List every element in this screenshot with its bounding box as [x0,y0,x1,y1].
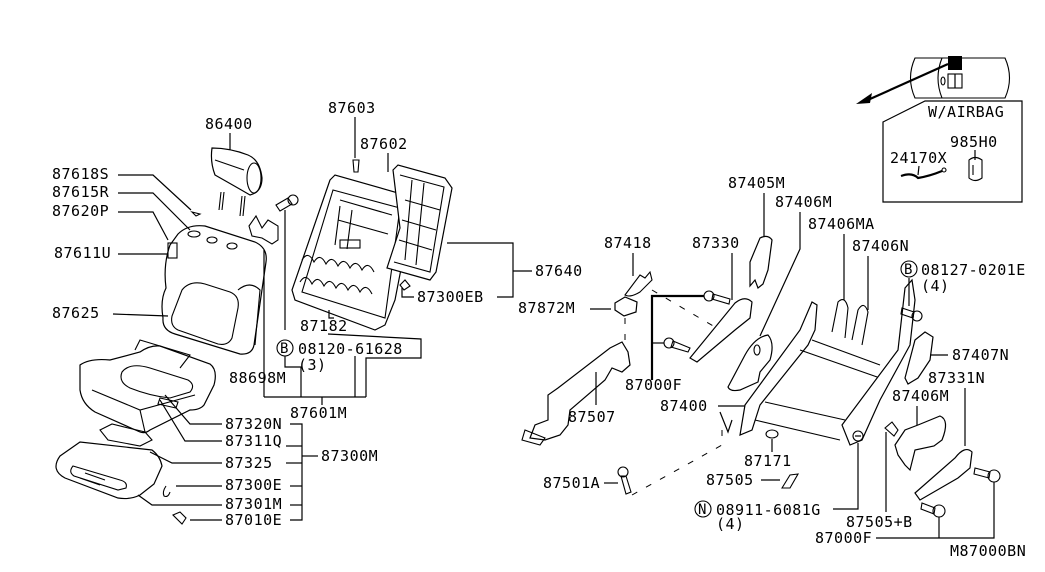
bolt-icon [973,467,1001,483]
screw-icon [352,159,360,173]
seatback-cushion [161,210,267,355]
part-label-24170X: 24170X [890,149,947,167]
lever-87418 [624,270,653,297]
svg-text:N: N [698,502,706,518]
clip-87505 [781,473,800,489]
locator-arrow [869,62,949,101]
part-label-08127-0201E: 08127-0201E [921,261,1026,279]
part-label-87407N: 87407N [952,346,1009,364]
seat-location-marker-icon [948,56,962,70]
cover-87407N [904,331,934,385]
part-label-87300M: 87300M [321,447,378,465]
part-label-985H0: 985H0 [950,133,998,151]
seat-cushion [79,339,216,434]
part-label-87620P: 87620P [52,202,109,220]
seat-adjuster-frame [739,278,916,446]
part-label-87602: 87602 [360,135,408,153]
part-label-87507: 87507 [568,408,616,426]
seatback-board [386,164,453,281]
part-label-87320N: 87320N [225,415,282,433]
bolt-icon [900,307,923,322]
part-label-87618S: 87618S [52,165,109,183]
part-label-87505: 87505 [706,471,754,489]
nut-icon [852,430,864,442]
airbag-connector-icon [968,156,983,182]
part-qty-08120: (3) [298,356,327,374]
part-label-87406MA: 87406MA [808,215,875,233]
part-label-87405M: 87405M [728,174,785,192]
part-label-87171: 87171 [744,452,792,470]
arrow-head-icon [856,93,872,104]
part-label-87615R: 87615R [52,183,110,201]
cap-87872M [614,296,638,317]
part-label-87400: 87400 [660,397,708,415]
part-qty-08127: (4) [921,277,950,295]
part-label-87331N: 87331N [928,369,985,387]
part-label-87000F-right: 87000F [815,529,872,547]
plate-87406M-right [894,415,947,472]
part-label-87625: 87625 [52,304,100,322]
bracket-87330 [689,298,753,363]
wire-clip-icon [162,485,171,498]
part-label-87603: 87603 [328,99,376,117]
part-label-87501A: 87501A [543,474,600,492]
part-label-87300EB: 87300EB [417,288,484,306]
svg-text:B: B [280,341,288,357]
bolt-spec-08120: B [276,339,294,357]
part-label-87325: 87325 [225,454,273,472]
vehicle-locator [856,56,1011,104]
clip-icon [399,279,411,291]
bolt-spec-08127: B [900,260,918,278]
part-label-87300E: 87300E [225,476,282,494]
part-label-87601M: 87601M [290,404,347,422]
bolt-87501A [617,466,632,495]
footer-diagram-code: M87000BN [950,542,1026,560]
airbag-inset: W/AIRBAG 985H0 24170X [882,100,1023,203]
part-label-87872M: 87872M [518,299,575,317]
part-label-08911-6081G: 08911-6081G [716,501,821,519]
clip-87505B [884,421,899,437]
bolt-icon [275,194,299,212]
part-label-87611U: 87611U [54,244,111,262]
plate-87406M [727,334,773,392]
bolt-badge-icon [900,260,918,278]
part-label-87505-B: 87505+B [846,513,913,531]
headrest [210,147,263,217]
seatback-frame [291,174,414,331]
nut-badge-icon [694,500,712,518]
cover-87507 [529,341,631,441]
part-label-87406M-right: 87406M [892,387,949,405]
part-label-87406N: 87406N [852,237,909,255]
hook-clip-icon [172,511,187,525]
inset-title: W/AIRBAG [928,103,1004,121]
wire-harness-icon [900,169,943,180]
headrest-guide [248,214,279,245]
bolt-87000F-upper [703,290,731,305]
bracket-87331N [914,448,973,501]
part-label-87418: 87418 [604,234,652,252]
part-label-87301M: 87301M [225,495,282,513]
svg-text:B: B [904,262,912,278]
part-label-87000F-left: 87000F [625,376,682,394]
seat-cushion-frame [55,423,163,500]
nut-spec-08911: N [694,500,712,518]
part-label-87406M-top: 87406M [775,193,832,211]
cover-87405M [749,235,773,289]
part-label-87330: 87330 [692,234,740,252]
part-label-88698M: 88698M [229,369,286,387]
grommet-87171 [765,429,779,439]
bolt-87000F-lower [663,337,691,353]
part-qty-08911: (4) [716,515,745,533]
part-label-87640: 87640 [535,262,583,280]
part-label-08120-61628: 08120-61628 [298,340,403,358]
part-label-87311Q: 87311Q [225,432,282,450]
part-label-87010E: 87010E [225,511,282,529]
part-label-87182: 87182 [300,317,348,335]
bolt-icon [920,502,946,518]
part-label-86400: 86400 [205,115,253,133]
